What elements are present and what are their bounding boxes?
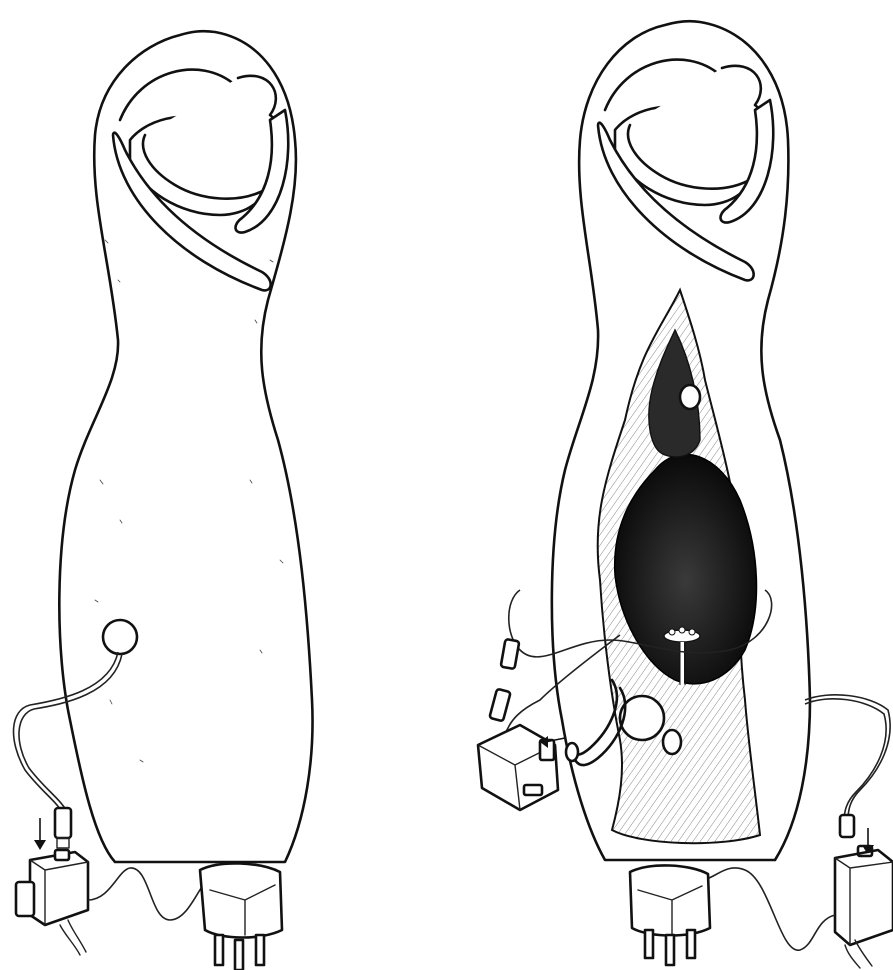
- right-lower-hole-large: [620, 696, 664, 740]
- right-connector: [840, 815, 854, 837]
- right-wall-plug: [630, 865, 710, 965]
- right-lower-hole-small: [663, 730, 681, 754]
- right-power-adapter: [835, 846, 893, 968]
- left-socket-hole: [103, 620, 137, 654]
- left-sculpture: [14, 31, 313, 970]
- left-wall-plug: [200, 863, 282, 970]
- right-upper-hole: [680, 385, 700, 409]
- left-power-adapter: [16, 850, 88, 955]
- arrow-down-icon: [34, 818, 46, 850]
- right-cable-outer: [805, 695, 890, 820]
- right-inline-connector: [489, 639, 519, 721]
- right-sculpture: [478, 21, 893, 968]
- left-cable-bottom: [88, 868, 210, 920]
- right-cable-bottom: [700, 868, 835, 950]
- left-connector: [55, 808, 71, 838]
